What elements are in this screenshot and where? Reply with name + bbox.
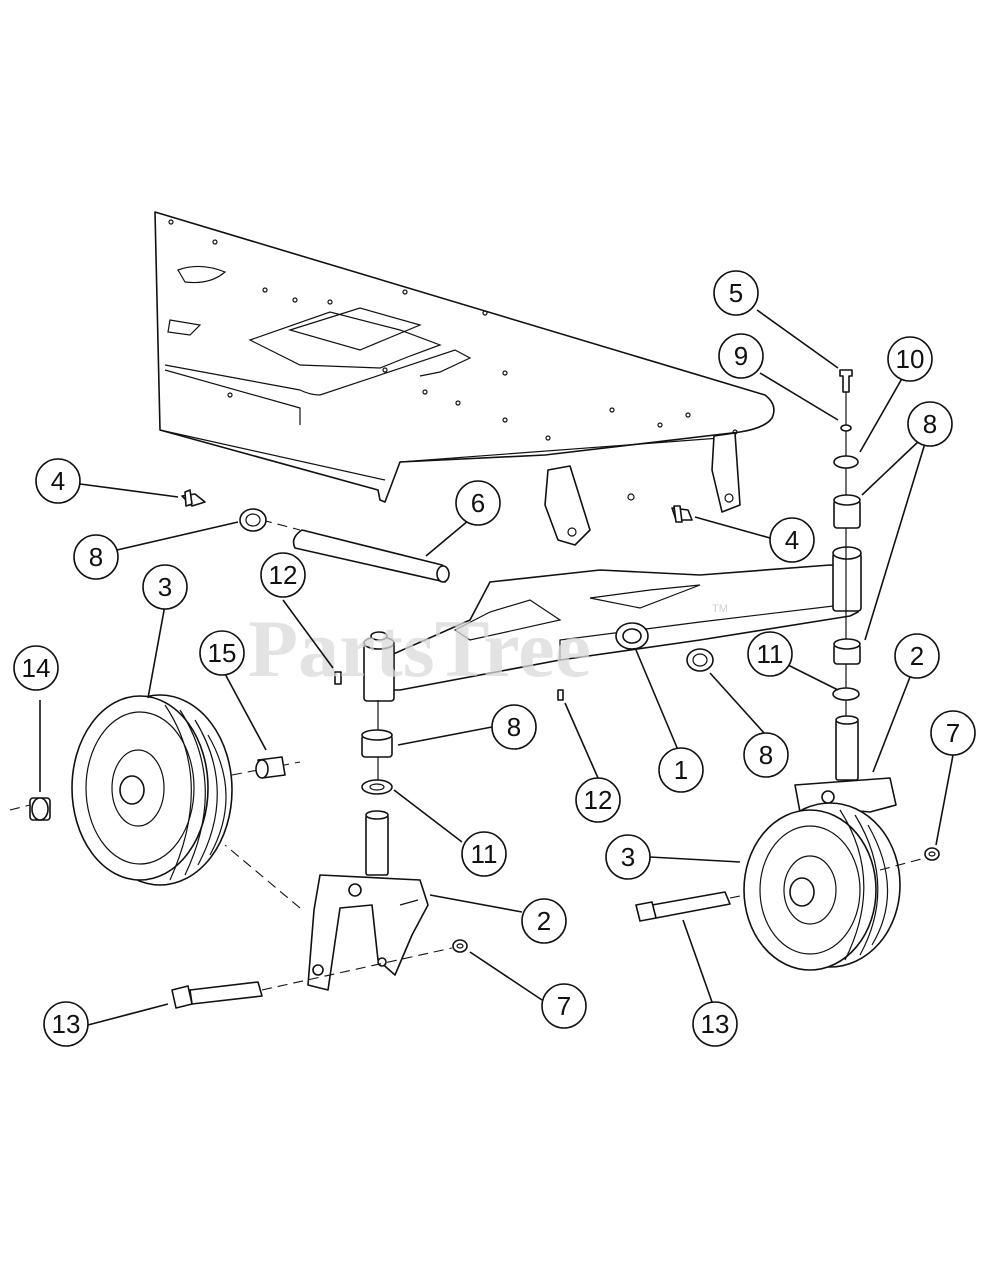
- callout-number: 1: [674, 755, 688, 785]
- callout-c3-left: 3: [142, 564, 188, 610]
- left-wheel: [9, 694, 301, 886]
- grease-fittings: [334, 671, 564, 701]
- callout-circle: [713, 270, 759, 316]
- pivot-hardware-right: [671, 505, 693, 523]
- left-axle-bolt: [171, 939, 468, 1009]
- callout-c10: 10: [887, 336, 933, 382]
- callout-c15: 15: [199, 630, 245, 676]
- front-axle: [363, 546, 862, 702]
- callout-number: 4: [51, 466, 65, 496]
- callout-number: 11: [757, 639, 784, 669]
- callout-circle: [521, 898, 567, 944]
- callout-c8-left: 8: [73, 534, 119, 580]
- callout-circle: [718, 333, 764, 379]
- callout-circle: [747, 631, 793, 677]
- axle-bushing-center: [686, 648, 714, 672]
- callout-circle: [35, 458, 81, 504]
- callout-circle: [199, 630, 245, 676]
- callout-circle: [887, 336, 933, 382]
- callout-circle: [605, 834, 651, 880]
- callout-circle: [930, 710, 976, 756]
- right-axle-bolt: [635, 847, 940, 922]
- callout-number: 3: [621, 842, 635, 872]
- callout-c2-left: 2: [521, 898, 567, 944]
- callout-number: 15: [208, 638, 237, 668]
- callout-c11-left: 11: [461, 831, 507, 877]
- callout-number: 14: [22, 653, 51, 683]
- callout-c14: 14: [13, 645, 59, 691]
- callout-number: 8: [507, 712, 521, 742]
- callout-c12-left: 12: [260, 552, 306, 598]
- callout-number: 8: [759, 740, 773, 770]
- callout-c3-right: 3: [605, 834, 651, 880]
- callout-circle: [260, 552, 306, 598]
- callout-number: 9: [734, 341, 748, 371]
- callout-circle: [43, 1001, 89, 1047]
- callout-number: 6: [471, 488, 485, 518]
- callout-number: 8: [923, 409, 937, 439]
- callout-circle: [455, 480, 501, 526]
- callout-c11-right: 11: [747, 631, 793, 677]
- left-caster-fork: [224, 810, 429, 991]
- callout-number: 5: [729, 278, 743, 308]
- callout-c6: 6: [455, 480, 501, 526]
- mower-deck-plate: [154, 211, 775, 503]
- callout-c8-center: 8: [743, 732, 789, 778]
- callout-circle: [73, 534, 119, 580]
- axle-mount-brackets: [544, 432, 741, 546]
- callout-circle: [142, 564, 188, 610]
- callout-circle: [658, 747, 704, 793]
- callout-circle: [907, 401, 953, 447]
- leader-lines: [39, 309, 954, 1026]
- callout-circle: [743, 732, 789, 778]
- callout-c2-right: 2: [894, 633, 940, 679]
- callout-c7-right: 7: [930, 710, 976, 756]
- callout-number: 7: [946, 718, 960, 748]
- pivot-hardware-left: [181, 489, 267, 532]
- callout-c1: 1: [658, 747, 704, 793]
- callout-number: 2: [537, 906, 551, 936]
- callout-number: 12: [584, 785, 613, 815]
- callout-c8-right-top: 8: [907, 401, 953, 447]
- callout-circle: [13, 645, 59, 691]
- callout-number: 7: [557, 991, 571, 1021]
- callout-number: 8: [89, 542, 103, 572]
- callout-circle: [894, 633, 940, 679]
- callout-circle: [461, 831, 507, 877]
- callout-number: 10: [896, 344, 925, 374]
- callout-circle: [769, 517, 815, 563]
- right-spindle-hardware-stack: [832, 369, 861, 720]
- callout-number: 13: [52, 1009, 81, 1039]
- callout-number: 2: [910, 641, 924, 671]
- callout-c12-center: 12: [575, 777, 621, 823]
- pivot-pin: [261, 519, 450, 583]
- callout-labels: 5 9 10 8 4 6 4 8 3 12 14 15 11 2 7 8 1 8 12 11 3 2 13 7 13: [13, 270, 976, 1047]
- callout-c9: 9: [718, 333, 764, 379]
- callout-number: 12: [269, 560, 298, 590]
- callout-c4-left: 4: [35, 458, 81, 504]
- callout-number: 3: [158, 572, 172, 602]
- callout-c4-right: 4: [769, 517, 815, 563]
- callout-c13-right: 13: [692, 1001, 738, 1047]
- callout-number: 4: [785, 525, 799, 555]
- callout-c13-left: 13: [43, 1001, 89, 1047]
- left-spindle-hardware-stack: [361, 700, 393, 795]
- watermark-trademark: TM: [712, 603, 728, 615]
- callout-c8-mid: 8: [491, 704, 537, 750]
- callout-c7-left: 7: [541, 983, 587, 1029]
- callout-c5: 5: [713, 270, 759, 316]
- left-wheel-spacers: [29, 756, 286, 821]
- watermark-text: PartsTree: [248, 603, 591, 694]
- callout-number: 11: [471, 839, 498, 869]
- callout-circle: [575, 777, 621, 823]
- watermark: PartsTree TM: [248, 603, 728, 694]
- right-wheel: [743, 802, 901, 971]
- callout-circle: [491, 704, 537, 750]
- callout-number: 13: [701, 1009, 730, 1039]
- callout-circle: [541, 983, 587, 1029]
- callout-circle: [692, 1001, 738, 1047]
